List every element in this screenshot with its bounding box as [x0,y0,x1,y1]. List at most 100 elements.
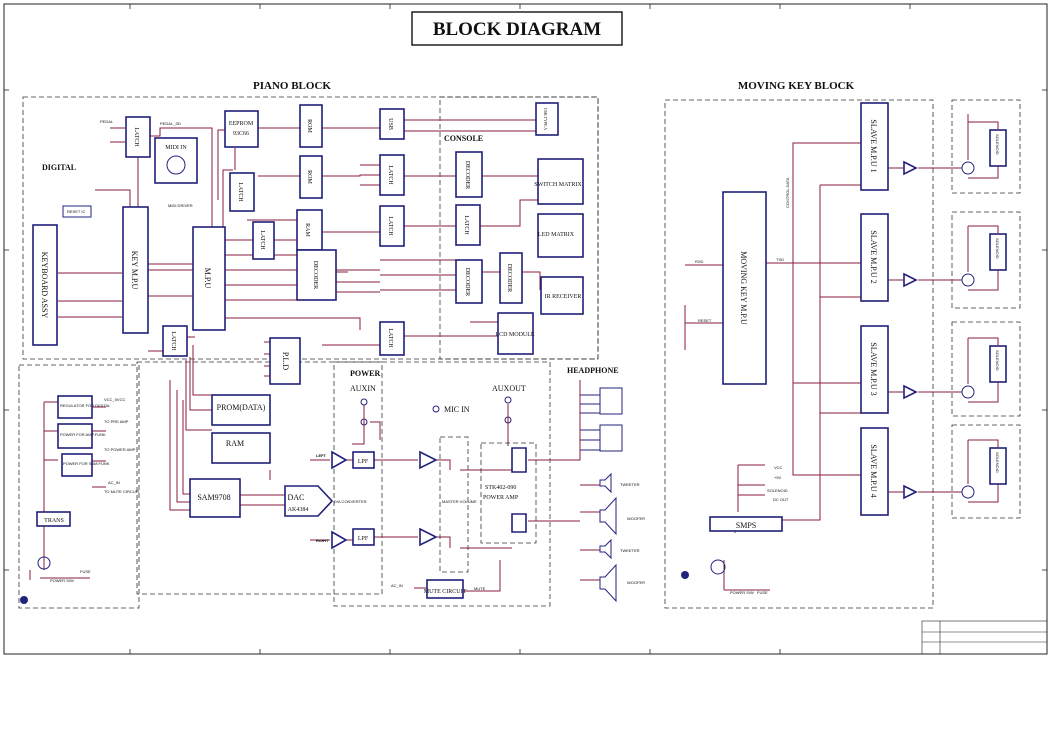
lpf-left-block [352,451,375,469]
to-pre-amp-label: TO PRE AMP [104,419,129,424]
switch-matrix-block [537,158,584,205]
power-amp-bus [580,394,600,451]
solenoid-4-region [951,424,1021,519]
ram-1-label: RAM [304,223,310,237]
console-label: CONSOLE [444,134,483,143]
decoder-console-2-label: DECODER [464,268,470,296]
buffer-2-icon [903,272,918,288]
title-box [411,11,623,46]
smps-ground-icon [681,571,689,579]
trans-label: TRANS [44,518,64,524]
slave-mpu-3-block [860,325,889,414]
ac-in-label: AC_IN [108,480,120,485]
solenoid-4-label: SOLENOID [995,452,1000,473]
control-data-label: CONTROL DATA [785,177,790,208]
keyboard-assy-block [32,224,58,346]
console-region [439,96,599,360]
key-mpu-label: KEY M.P.U [130,251,139,290]
decoder-console-1-block [455,151,483,198]
lcd-module-block [497,312,534,355]
latch-address-label: LATCH [259,230,265,250]
led-matrix-label: LED MATRIX [538,232,575,238]
woofer-2-icon [599,563,617,603]
ram-2-block [211,432,271,464]
usb-block [379,108,405,140]
prom-block [211,394,271,426]
usb-label: USB [387,118,393,130]
usb-type-a-label: USB TYPE A [543,108,548,130]
lpf-left-label: LPF [358,459,369,465]
left-buffer-icon [331,450,348,470]
smps-power-sw-label: POWER S/W [730,590,754,595]
buffer-1-icon [903,160,918,176]
woofer-1-label: WOOFER [627,516,645,521]
power-label: POWER [350,369,380,378]
latch-lower-label: LATCH [170,331,176,351]
latch-console-1-block [379,154,405,196]
auxin-jack-1-icon [360,398,368,406]
midi-driver-label: MIDI DRIVER [168,203,193,208]
latch-console-1-label: LATCH [387,165,393,185]
mute-circuit-label: MUTE CIRCUIT [424,589,467,595]
mute-circuit-block [426,579,464,599]
left-label: LEFT [316,453,327,458]
key-mpu-block [122,206,149,334]
left-preamp-icon [419,450,438,470]
ac-plug-icon [37,556,51,570]
midi-in-label: MIDI IN [165,145,187,151]
dc-out-label: DC OUT [773,497,789,502]
buffer-3-icon [903,384,918,400]
right-preamp-icon [419,527,438,547]
buffer-4-icon [903,484,918,500]
to-mute-circuit-label: TO MUTE CIRCUIT [104,489,140,494]
power-amp-supply-block [57,423,93,449]
dac-part-label: AK4384 [288,507,309,513]
slave-mpu-4-block [860,427,889,516]
transistor-3-icon [961,385,975,399]
da-converter-label: D/A CONVERTER [334,499,367,504]
pedal-label: PEDAL [100,119,114,124]
slave-mpu-3-label: SLAVE M.P.U 3 [869,342,878,395]
moving-key-mpu-label: MOVING KEY M.P.U [739,251,748,325]
power-amp-label: POWER AMP [483,495,519,501]
smps-label: SMPS [736,521,756,530]
decoder-console-1-label: DECODER [464,161,470,189]
keyboard-assy-label: KEYBOARD ASSY [40,252,49,319]
rom-1-label: ROM [306,119,312,133]
reset-ic-label: RESET IC [67,209,85,214]
solenoid-dc-label: SOLENOID [767,488,788,493]
power-amp-part-label: STK402-090 [485,485,516,491]
reset-label: RESET [698,318,712,323]
woofer-2-label: WOOFER [627,580,645,585]
reset-ic-box [62,205,92,218]
moving-key-mpu-block [722,191,767,385]
moving-key-wires [684,142,962,591]
led-matrix-block [537,213,584,258]
buffer-icons [903,160,918,500]
power-amp-left-icon [511,447,527,473]
solenoid-3-region [951,321,1021,417]
decoder-console-3-label: DECODER [506,264,512,292]
solenoid-3-label: SOLENOID [995,350,1000,371]
smps-ac-plug-icon [710,559,726,575]
master-volume-region [439,436,469,573]
slave-mpu-1-label: SLAVE M.P.U 1 [869,119,878,172]
latch-console-2-label: LATCH [387,216,393,236]
latch-pedal-block [125,116,151,158]
slave-mpu-4-label: SLAVE M.P.U 4 [869,444,878,497]
power-sw-label: POWER S/W [50,578,74,583]
latch-lower-block [162,325,188,357]
switch-matrix-label: SWITCH MATRIX [534,182,582,188]
midi-connector-icon [166,155,186,175]
mpu-label: M.P.U [203,268,212,289]
rom-1-block [299,104,323,148]
fuse-label: FUSE [80,569,91,574]
midi-in-block [154,137,198,184]
prom-label: PROM(DATA) [217,403,266,412]
sound-region [136,361,383,595]
usb-type-a-block [535,102,559,136]
auxout-label: AUXOUT [492,384,526,393]
mic-in-label: MIC IN [444,405,470,414]
latch-eeprom-block [229,172,255,212]
tweeter-2-label: TWEETER [620,548,640,553]
